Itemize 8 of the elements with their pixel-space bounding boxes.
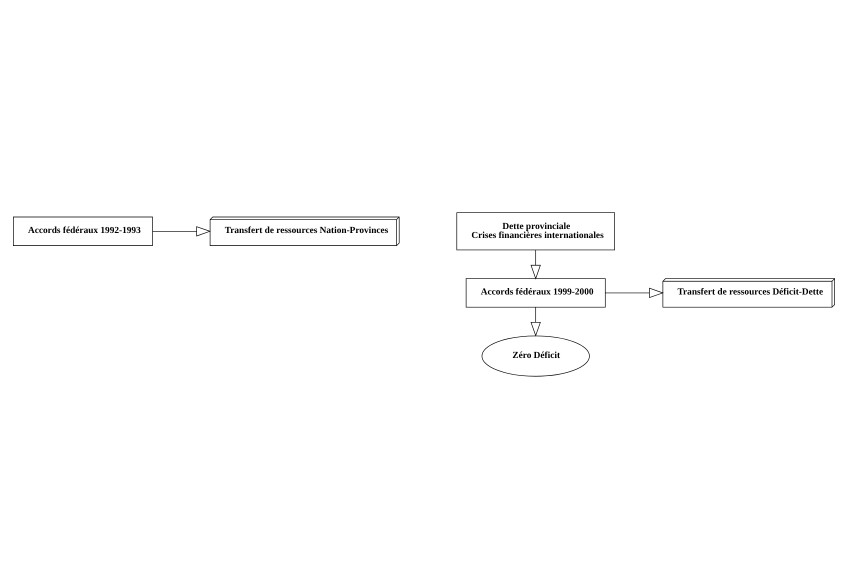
node-box: Accords fédéraux 1992-1993 [12, 216, 152, 246]
arrow [530, 306, 540, 336]
node-box: Accords fédéraux 1999-2000 [465, 278, 606, 308]
arrow [604, 287, 664, 298]
arrow [152, 226, 210, 236]
node-box: Dette provinciale Crises financières internationales [456, 212, 614, 250]
node-ellipse: Zéro Déficit [481, 335, 590, 376]
arrow [530, 249, 540, 280]
